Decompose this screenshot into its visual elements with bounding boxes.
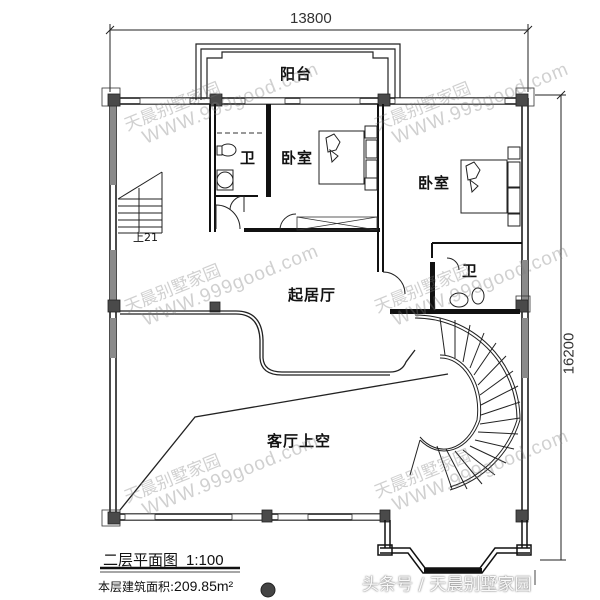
- top-dimension-line: [105, 24, 533, 92]
- title-underline: [100, 566, 240, 573]
- door-swings: [215, 195, 460, 295]
- drawing-title: 二层平面图: [103, 551, 179, 569]
- void-railing: [119, 310, 449, 511]
- stair-label: 上21: [133, 231, 158, 244]
- floor-area-value: 209.85m²: [174, 578, 234, 594]
- bed-1: [318, 125, 378, 191]
- footer-watermark: 头条号 / 天晨别墅家园: [362, 575, 532, 595]
- height-dimension-label: 16200: [560, 332, 578, 375]
- room-label-living-void: 客厅上空: [267, 432, 332, 450]
- spiral-stair: [409, 314, 521, 491]
- room-label-bedroom-2: 卧室: [418, 174, 451, 192]
- windows: [124, 97, 506, 521]
- north-marker: [260, 582, 276, 598]
- wardrobe-1: [296, 216, 378, 231]
- bathroom-fixtures: [216, 143, 485, 308]
- room-label-balcony: 阳台: [280, 65, 313, 83]
- room-label-family-room: 起居厅: [288, 286, 337, 304]
- drawing-scale: 1:100: [186, 552, 224, 569]
- room-label-bedroom-1: 卧室: [281, 149, 314, 167]
- room-label-bathroom-2: 卫: [462, 262, 479, 280]
- bay-window: [377, 520, 532, 574]
- floor-area-block: 本层建筑面积:209.85m²: [98, 578, 233, 595]
- drawing-title-block: 二层平面图 1:100: [103, 549, 224, 570]
- width-dimension-label: 13800: [290, 10, 332, 27]
- balcony-outline: [195, 43, 401, 100]
- bay-window-sill: [424, 568, 482, 573]
- left-stair: [117, 171, 163, 234]
- right-dimension-line: [535, 90, 566, 561]
- bed-2: [460, 146, 521, 227]
- floor-area-label: 本层建筑面积:: [98, 580, 175, 594]
- window-glass: [110, 105, 528, 378]
- room-label-bathroom-1: 卫: [240, 149, 257, 167]
- column-outlines: [101, 87, 535, 527]
